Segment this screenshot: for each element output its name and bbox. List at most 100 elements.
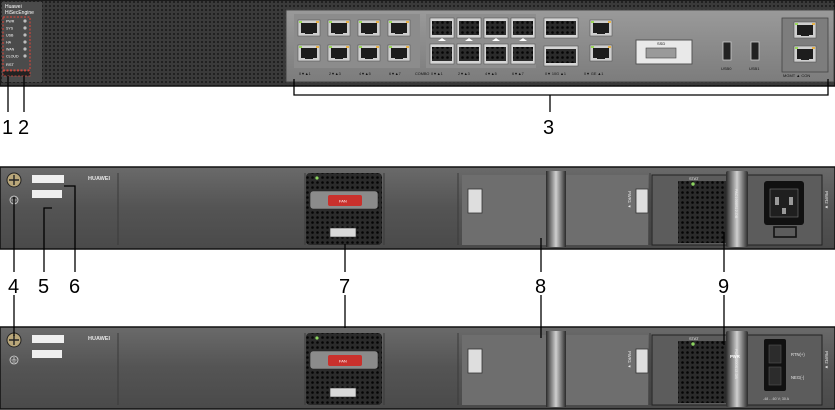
psu-latch[interactable] [635, 188, 649, 214]
usb1-port[interactable] [750, 41, 760, 61]
port-group-label-9: 0▼ 10G ▲1 [545, 72, 566, 76]
sfp-port-4[interactable] [483, 17, 509, 39]
sfp-port-0[interactable] [429, 17, 455, 39]
ge-ports [589, 19, 613, 62]
front-label-area [2, 2, 42, 82]
rj45-port-1[interactable] [297, 44, 321, 62]
led-usb-icon [23, 33, 27, 37]
callout-2: 2 [18, 117, 29, 139]
sfp-port-3[interactable] [456, 43, 482, 65]
usb0-port[interactable] [722, 41, 732, 61]
dc-terminal-block[interactable] [764, 339, 786, 391]
led-cloud-icon [23, 54, 27, 58]
callout-6: 6 [69, 276, 80, 298]
rj45-port-7[interactable] [387, 44, 411, 62]
rear-brand: HUAWEI [88, 176, 110, 182]
dc-rating-label: -48 - -60 V; 30 A [763, 397, 790, 401]
fan-module[interactable]: FAN [306, 333, 382, 405]
led-label-ha: HA [6, 41, 12, 45]
ssd-slot[interactable] [635, 39, 693, 65]
mac-label [32, 190, 62, 198]
filler-latch[interactable] [467, 188, 483, 214]
fan-handle[interactable] [329, 387, 357, 398]
ground-symbol-icon [9, 355, 19, 365]
sfp-arrow-icon [492, 38, 500, 41]
mac-label [32, 350, 62, 358]
led-label-cloud: CLOUD [6, 55, 19, 59]
sfp-port-5[interactable] [483, 43, 509, 65]
psu-stat-label: STAT [689, 336, 699, 341]
callout-7: 7 [339, 276, 350, 298]
sfp-port-2[interactable] [456, 17, 482, 39]
sfp-10g-port-0[interactable] [543, 17, 579, 39]
led-ha-icon [23, 40, 27, 44]
fan-latch[interactable] [328, 195, 362, 206]
callout-9: 9 [718, 276, 729, 298]
ground-screw-icon[interactable] [6, 172, 22, 188]
cable-retainer[interactable] [773, 226, 797, 238]
led-group-frame [2, 16, 31, 71]
rj45-port-4[interactable] [357, 19, 381, 37]
sfp-port-1[interactable] [429, 43, 455, 65]
mgmt-port[interactable] [793, 21, 817, 39]
psu-latch[interactable] [635, 348, 649, 374]
sfp-10g-port-1[interactable] [543, 45, 579, 67]
rear-callouts [13, 185, 725, 345]
fan-latch[interactable] [328, 355, 362, 366]
filler-latch[interactable] [467, 348, 483, 374]
led-label-sys: SYS [6, 27, 14, 31]
fan-handle[interactable] [329, 227, 357, 238]
rtn-label: RTN(+) [791, 352, 805, 357]
callout-8: 8 [535, 276, 546, 298]
callout-1: 1 [2, 117, 13, 139]
pwr2-slot-label: PWR2 ▼ [824, 351, 829, 369]
psu-handle[interactable] [726, 171, 748, 247]
sfp-port-6[interactable] [510, 17, 536, 39]
led-label-pwr: PWR [6, 20, 15, 24]
filler-handle[interactable] [546, 331, 566, 407]
rear-brand: HUAWEI [88, 336, 110, 342]
mgmt-label: MGMT ▲ CON [783, 73, 810, 78]
fan-label: FAN [339, 199, 347, 204]
rst-label: RST [6, 62, 15, 67]
usb1-label: USB1 [749, 66, 760, 71]
ac-inlet-icon[interactable] [764, 181, 804, 225]
console-port[interactable] [793, 45, 817, 63]
port-group-label-3: 6▼▲7 [389, 72, 401, 76]
psu-handle[interactable] [726, 331, 748, 407]
usb0-label: USB0 [721, 66, 732, 71]
rj45-port-6[interactable] [387, 19, 411, 37]
esn-label [32, 335, 64, 343]
pwr1-slot-label: PWR1 ▼ [627, 351, 632, 368]
neg-label: NEG(-) [791, 375, 805, 380]
ge-port-0[interactable] [589, 19, 613, 37]
rj45-port-2[interactable] [327, 19, 351, 37]
rj45-port-3[interactable] [327, 44, 351, 62]
led-sys-icon [23, 26, 27, 30]
led-wan-icon [23, 47, 27, 51]
filler-handle[interactable] [546, 171, 566, 247]
rj45-ports [297, 19, 411, 62]
sfp10g-ports [543, 17, 579, 67]
ge-port-1[interactable] [589, 44, 613, 62]
led-pwr-icon [23, 19, 27, 23]
rj45-port-0[interactable] [297, 19, 321, 37]
rst-button[interactable] [2, 70, 31, 77]
psu-model-label: PDC1000S12-DB [734, 349, 738, 379]
rj45-port-5[interactable] [357, 44, 381, 62]
port-group-label-8: 6▼▲7 [512, 72, 524, 76]
fan-module[interactable]: FAN [306, 173, 382, 245]
psu-stat-label: STAT [689, 176, 699, 181]
sfp-port-7[interactable] [510, 43, 536, 65]
psu-brand-label: PWR [730, 354, 740, 359]
sfp-arrow-icon [519, 38, 527, 41]
front-callouts [7, 76, 829, 112]
pwr2-slot-label: PWR2 ▼ [824, 191, 829, 209]
led-label-wan: WAN [6, 48, 15, 52]
